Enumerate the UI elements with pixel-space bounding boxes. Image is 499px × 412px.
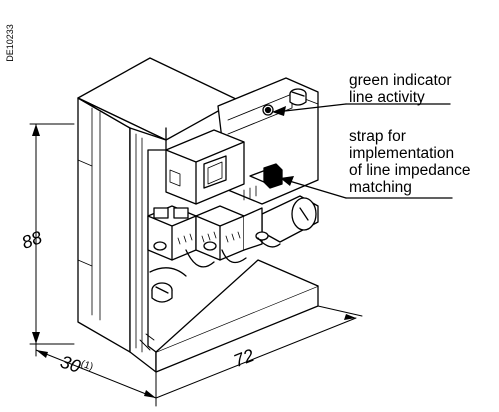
housing-left-side bbox=[77, 97, 131, 353]
callout-strap-line2: implementation bbox=[349, 145, 455, 162]
callout-green-indicator-line2: line activity bbox=[349, 89, 425, 106]
callout-strap: strap for implementation of line impedan… bbox=[349, 128, 471, 196]
housing-base bbox=[139, 259, 319, 373]
reference-code: DE10233 bbox=[3, 13, 17, 73]
callout-green-indicator-line1: green indicator bbox=[349, 72, 452, 89]
callout-leaders bbox=[272, 103, 453, 199]
reference-code-text: DE10233 bbox=[5, 24, 15, 62]
impedance-strap bbox=[243, 163, 283, 201]
wires bbox=[149, 237, 281, 277]
callout-green-indicator: green indicator line activity bbox=[349, 72, 452, 106]
callout-strap-line1: strap for bbox=[349, 128, 406, 145]
dimension-lines bbox=[29, 123, 363, 407]
cable-gland bbox=[261, 195, 319, 243]
terminal-blocks bbox=[147, 205, 269, 261]
bottom-screw bbox=[151, 282, 173, 303]
callout-strap-line3: of line impedance bbox=[349, 162, 471, 179]
callout-strap-line4: matching bbox=[349, 179, 412, 196]
transformer bbox=[165, 129, 245, 205]
top-screw bbox=[289, 88, 307, 106]
